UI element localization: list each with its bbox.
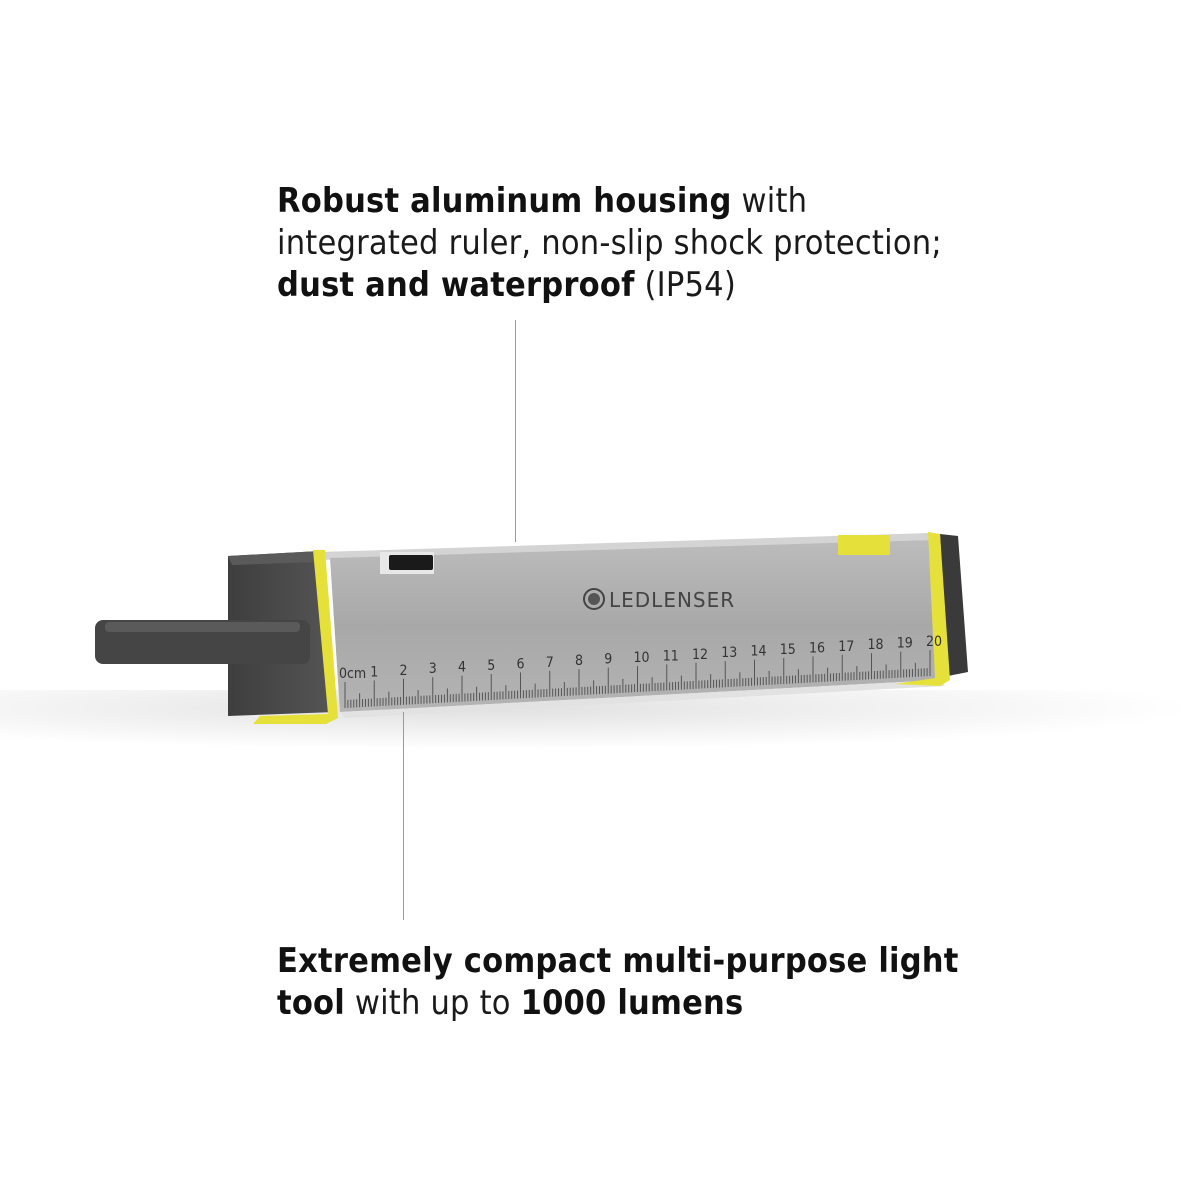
svg-text:4: 4 [458, 660, 466, 676]
svg-text:12: 12 [692, 647, 708, 663]
right-yellow-bumper [895, 532, 950, 686]
svg-text:9: 9 [604, 652, 612, 668]
svg-text:5: 5 [487, 658, 495, 674]
svg-text:3: 3 [429, 661, 437, 677]
callout-housing: Robust aluminum housing with integrated … [277, 180, 977, 306]
callout-text-segment: Extremely compact multi-purpose light to… [277, 941, 959, 1023]
svg-text:15: 15 [780, 642, 796, 658]
aluminum-housing [330, 540, 940, 712]
svg-text:2: 2 [400, 663, 408, 679]
callout-text-segment: dust and waterproof [277, 265, 635, 305]
svg-text:11: 11 [663, 648, 679, 664]
power-switch [838, 535, 890, 555]
svg-text:0cm: 0cm [339, 666, 366, 682]
svg-text:10: 10 [634, 650, 650, 666]
callout-text-segment: with up to [344, 983, 521, 1023]
leader-line-top [515, 320, 516, 542]
brand-name: LEDLENSER [609, 588, 735, 612]
svg-text:14: 14 [751, 644, 767, 660]
svg-text:6: 6 [517, 656, 525, 672]
leader-line-bottom [403, 712, 404, 920]
svg-text:17: 17 [838, 639, 854, 655]
callout-lumens: Extremely compact multi-purpose light to… [277, 940, 977, 1024]
callout-text-segment: with integrated ruler, non-slip shock pr… [277, 181, 942, 263]
svg-text:20: 20 [926, 634, 942, 650]
brand-logo-icon [583, 588, 605, 610]
left-yellow-bumper [253, 550, 338, 724]
svg-text:7: 7 [546, 655, 554, 671]
callout-text-segment: (IP54) [634, 265, 736, 305]
svg-text:8: 8 [575, 653, 583, 669]
svg-text:16: 16 [809, 640, 825, 656]
svg-text:19: 19 [897, 636, 913, 652]
svg-text:13: 13 [721, 645, 737, 661]
svg-text:1: 1 [370, 664, 378, 680]
svg-text:18: 18 [868, 637, 884, 653]
callout-text-segment: Robust aluminum housing [277, 181, 732, 221]
callout-text-segment: 1000 lumens [520, 983, 744, 1023]
